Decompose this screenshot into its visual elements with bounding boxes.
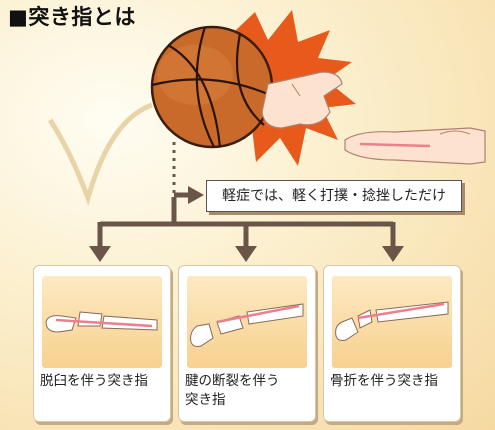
tendon-rupture-illustration <box>187 276 307 368</box>
fracture-illustration <box>332 276 452 368</box>
hand <box>261 71 343 129</box>
finger-illustration <box>344 127 486 165</box>
page-title: ■突き指とは <box>8 5 136 29</box>
card-dislocation: 脱臼を伴う突き指 <box>33 265 171 422</box>
mild-case-box: 軽症では、軽く打撲・捻挫しただけ <box>206 180 462 212</box>
card-label-tendon-rupture: 腱の断裂を伴う 突き指 <box>185 373 280 408</box>
basketball <box>150 25 274 149</box>
branch-arrows <box>89 186 404 262</box>
card-tendon-rupture: 腱の断裂を伴う 突き指 <box>178 265 316 422</box>
card-fracture: 骨折を伴う突き指 <box>323 265 461 422</box>
card-label-fracture: 骨折を伴う突き指 <box>330 373 438 389</box>
dislocation-illustration <box>42 276 162 368</box>
card-label-dislocation: 脱臼を伴う突き指 <box>40 373 148 389</box>
bounce-trajectory <box>47 102 153 207</box>
